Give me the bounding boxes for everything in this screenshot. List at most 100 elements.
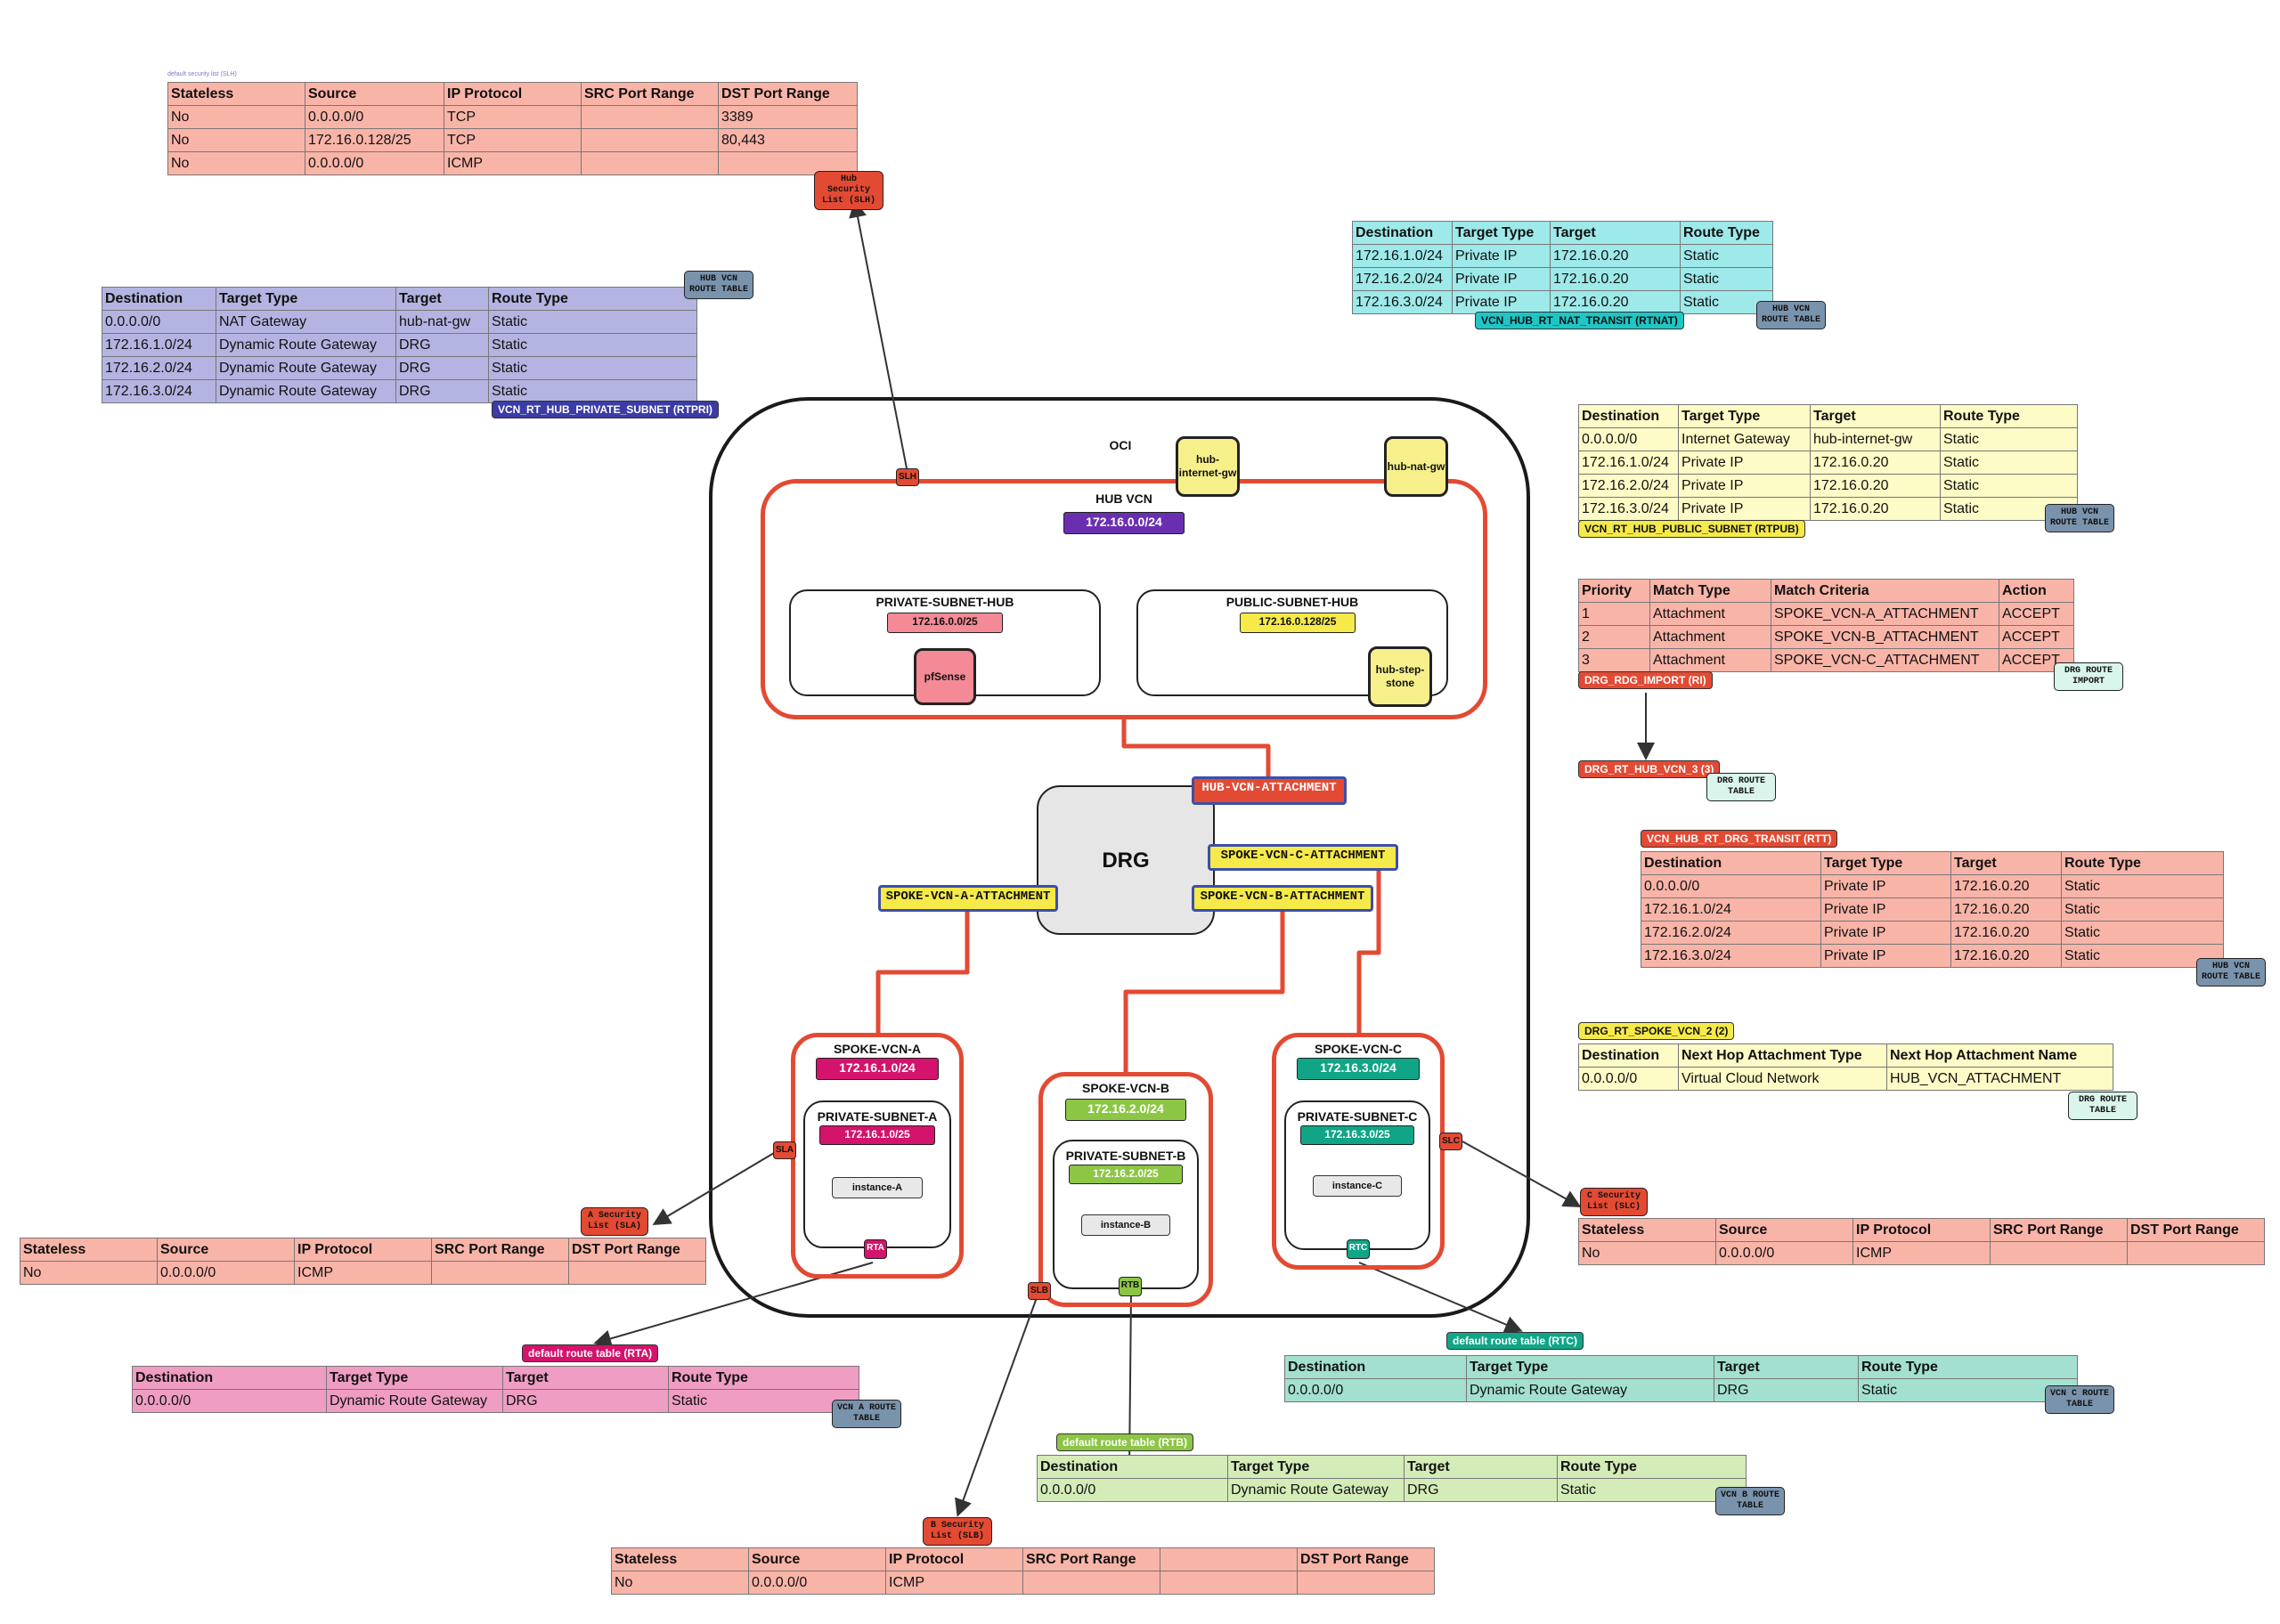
spoke-vcn-2-label: DRG_RT_SPOKE_VCN_2 (2): [1578, 1022, 1735, 1040]
hub-internet-gw-node[interactable]: hub-internet-gw: [1176, 436, 1240, 497]
table-cell: HUB_VCN_ATTACHMENT: [1886, 1067, 2113, 1091]
table-cell: Private IP: [1678, 497, 1811, 521]
table-cell: 0.0.0.0/0: [305, 105, 444, 129]
table-cell: ACCEPT: [1999, 602, 2074, 626]
hub-vcn-route-table-tag: HUB VCN ROUTE TABLE: [684, 271, 753, 299]
drg-route-table-tag-2: DRG ROUTE TABLE: [2068, 1092, 2138, 1120]
instance-a[interactable]: instance-A: [832, 1177, 923, 1198]
table-cell: Private IP: [1678, 451, 1811, 475]
table-cell: 172.16.0.20: [1950, 897, 2062, 922]
table-cell: ICMP: [1852, 1241, 1991, 1265]
table-cell: Private IP: [1678, 474, 1811, 498]
table-header-cell: IP Protocol: [444, 82, 582, 106]
table-header-cell: Target Type: [1820, 851, 1951, 875]
table-header-cell: SRC Port Range: [1990, 1218, 2128, 1242]
table-cell: Virtual Cloud Network: [1678, 1067, 1887, 1091]
table-cell: 172.16.0.20: [1950, 874, 2062, 898]
table-cell: 0.0.0.0/0: [1578, 427, 1679, 451]
arrow-slh: [849, 199, 908, 469]
ri-label: DRG_RDG_IMPORT (RI): [1578, 671, 1713, 689]
wire-spoke-a: [875, 910, 970, 1033]
table-cell: 172.16.0.20: [1810, 474, 1941, 498]
table-cell: 172.16.0.128/25: [305, 128, 444, 152]
table-header-cell: Match Criteria: [1771, 579, 1999, 603]
table-header-cell: Next Hop Attachment Name: [1886, 1043, 2113, 1068]
table-cell: Dynamic Route Gateway: [216, 379, 396, 403]
private-subnet-a-title: PRIVATE-SUBNET-A: [817, 1109, 938, 1124]
table-cell: No: [167, 128, 305, 152]
hub-vcn-route-table-tag-3: HUB VCN ROUTE TABLE: [2045, 504, 2114, 532]
table-header-cell: DST Port Range: [718, 82, 858, 106]
drg-node[interactable]: DRG: [1037, 785, 1215, 935]
table-cell: Static: [668, 1389, 859, 1413]
table-cell: Dynamic Route Gateway: [326, 1389, 503, 1413]
table-header-cell: Route Type: [1680, 221, 1773, 245]
slb-port[interactable]: SLB: [1028, 1282, 1051, 1300]
table-cell: 3389: [718, 105, 858, 129]
table-header-cell: Destination: [1284, 1355, 1467, 1379]
slc-port[interactable]: SLC: [1439, 1133, 1462, 1150]
sla-port[interactable]: SLA: [773, 1141, 796, 1159]
table-cell: 2: [1578, 625, 1650, 649]
table-cell: [2127, 1241, 2265, 1265]
table-header-cell: Target: [1810, 404, 1941, 428]
hub-step-stone-node[interactable]: hub-step-stone: [1368, 646, 1432, 707]
hub-vcn-attachment[interactable]: HUB-VCN-ATTACHMENT: [1192, 776, 1347, 805]
arrow-rtc: [1358, 1262, 1523, 1333]
table-header-cell: Target Type: [216, 287, 396, 311]
instance-b[interactable]: instance-B: [1081, 1214, 1170, 1236]
private-subnet-hub-title: PRIVATE-SUBNET-HUB: [875, 595, 1014, 609]
pfsense-node[interactable]: pfSense: [914, 648, 976, 705]
rta-port[interactable]: RTA: [864, 1239, 887, 1259]
spoke-vcn-b-attachment[interactable]: SPOKE-VCN-B-ATTACHMENT: [1192, 885, 1373, 912]
table-header-cell: Priority: [1578, 579, 1650, 603]
hub-nat-gw-node[interactable]: hub-nat-gw: [1384, 436, 1448, 497]
table-header-cell: Stateless: [1578, 1218, 1716, 1242]
spoke-vcn-c-attachment[interactable]: SPOKE-VCN-C-ATTACHMENT: [1208, 844, 1398, 871]
spoke-vcn-a-attachment[interactable]: SPOKE-VCN-A-ATTACHMENT: [878, 885, 1058, 912]
rtc-port[interactable]: RTC: [1347, 1239, 1370, 1259]
table-cell: [581, 151, 719, 175]
table-header-cell: Route Type: [2061, 851, 2224, 875]
table-header-cell: Destination: [1578, 404, 1679, 428]
table-cell: No: [1578, 1241, 1716, 1265]
table-header-cell: SRC Port Range: [581, 82, 719, 106]
table-cell: Private IP: [1820, 921, 1951, 945]
table-cell: Dynamic Route Gateway: [216, 356, 396, 380]
table-header-cell: Route Type: [1557, 1455, 1747, 1479]
instance-c[interactable]: instance-C: [1313, 1175, 1402, 1197]
table-cell: TCP: [444, 105, 582, 129]
table-header-cell: IP Protocol: [294, 1238, 432, 1262]
slh-port[interactable]: SLH: [896, 468, 919, 486]
table-header-cell: Route Type: [1858, 1355, 2078, 1379]
table-cell: ICMP: [294, 1261, 432, 1285]
table-cell: [1160, 1571, 1298, 1595]
table-cell: DRG: [1714, 1378, 1859, 1402]
table-header-cell: Stateless: [167, 82, 305, 106]
vcn-a-route-table-tag: VCN A ROUTE TABLE: [832, 1400, 901, 1428]
wire-hub-attachment: [1121, 719, 1271, 776]
table-cell: Dynamic Route Gateway: [1227, 1478, 1405, 1502]
arrow-slb: [955, 1292, 1039, 1517]
table-cell: TCP: [444, 128, 582, 152]
table-cell: Static: [2061, 874, 2224, 898]
rtb-port[interactable]: RTB: [1119, 1277, 1142, 1296]
rtpub-label: VCN_RT_HUB_PUBLIC_SUBNET (RTPUB): [1578, 520, 1805, 538]
table-cell: No: [20, 1261, 158, 1285]
tiny-note: default security list (SLH): [167, 71, 237, 77]
private-subnet-b-title: PRIVATE-SUBNET-B: [1065, 1149, 1186, 1163]
hub-vcn-route-table-tag-2: HUB VCN ROUTE TABLE: [1756, 301, 1826, 329]
